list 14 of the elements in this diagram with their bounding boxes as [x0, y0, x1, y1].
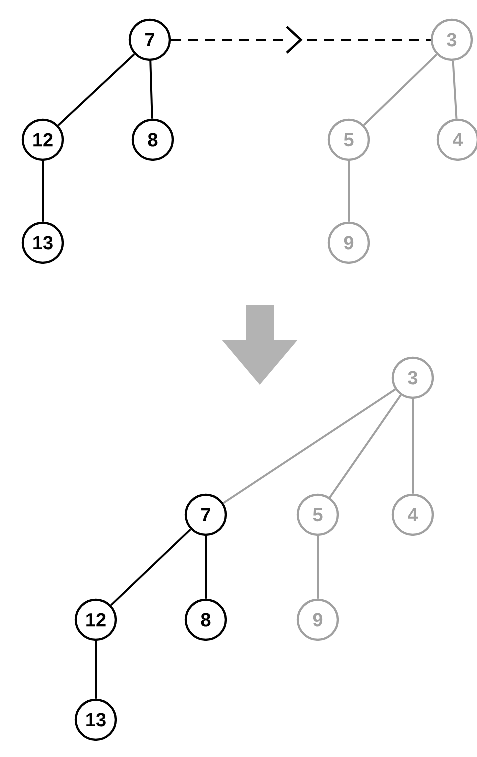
tree-edge	[348, 161, 350, 222]
tree-edge	[363, 54, 438, 126]
tree-edge	[329, 394, 402, 498]
tree-edge	[452, 60, 458, 119]
tree-edge	[58, 54, 136, 126]
tree-edge	[95, 641, 97, 699]
tree-edge	[412, 399, 414, 494]
arrow	[171, 26, 431, 54]
tree-edge	[110, 528, 192, 606]
tree-edge	[317, 536, 319, 599]
tree-edge	[42, 161, 44, 222]
tree-edge	[205, 536, 207, 599]
tree-edge	[150, 61, 154, 119]
tree-edge	[223, 388, 396, 504]
